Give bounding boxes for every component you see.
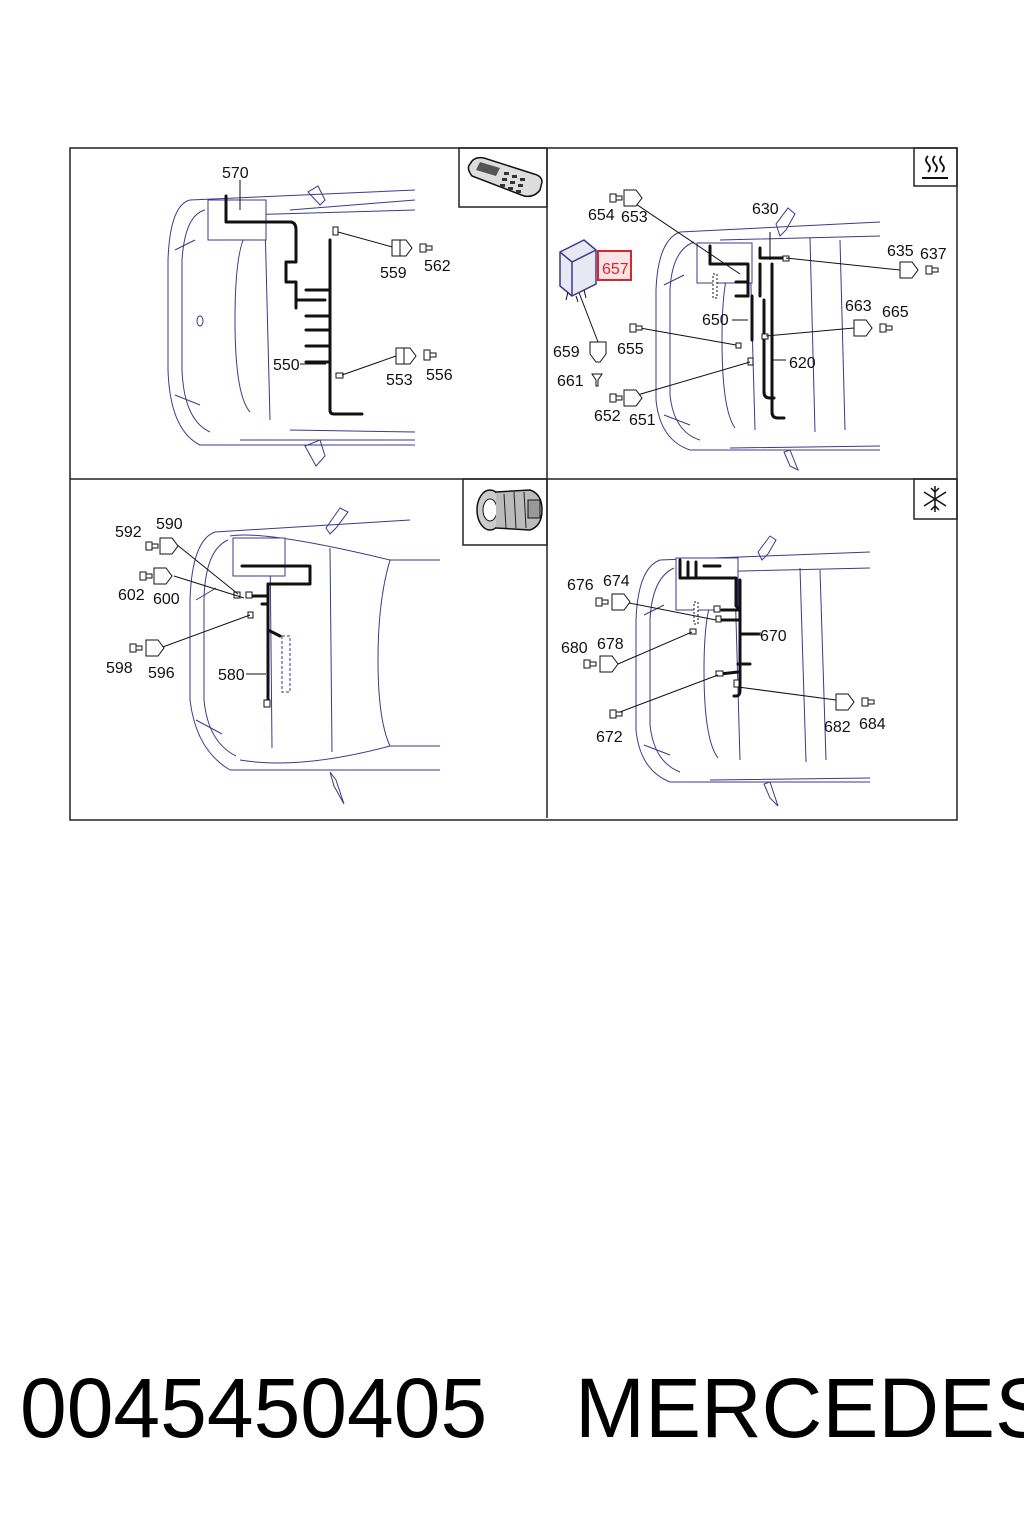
label-635: 635: [887, 243, 914, 260]
plug-598: [129, 643, 143, 653]
wiring-diagram: 570 559 562 550 553 556: [69, 147, 958, 821]
label-663: 663: [845, 298, 872, 315]
label-665: 665: [882, 304, 909, 321]
label-553: 553: [386, 372, 413, 389]
label-680: 680: [561, 640, 588, 657]
label-684: 684: [859, 716, 886, 733]
transmission-icon: [476, 489, 543, 531]
connector-653: [623, 189, 643, 207]
connector-553: [395, 347, 417, 365]
label-661: 661: [557, 373, 584, 390]
connector-590: [159, 537, 179, 555]
icon-box-bl: [462, 478, 548, 546]
label-637: 637: [920, 246, 947, 263]
connector-596: [145, 639, 165, 657]
label-620: 620: [789, 355, 816, 372]
car-outline-bl: [189, 507, 440, 805]
icon-box-br: [913, 478, 958, 520]
label-559: 559: [380, 265, 407, 282]
connector-651: [623, 389, 643, 407]
plug-665: [879, 323, 893, 333]
label-598: 598: [106, 660, 133, 677]
plug-672: [609, 709, 623, 719]
part-number: 0045450405: [20, 1361, 488, 1455]
label-550: 550: [273, 357, 300, 374]
dashboard-box-bl: [232, 537, 286, 577]
plug-652: [609, 393, 623, 403]
label-650: 650: [702, 312, 729, 329]
rear-window-heater-icon: [922, 155, 948, 179]
plug-602: [139, 571, 153, 581]
label-590: 590: [156, 516, 183, 533]
label-562: 562: [424, 258, 451, 275]
label-600: 600: [153, 591, 180, 608]
label-652: 652: [594, 408, 621, 425]
connector-635: [899, 261, 919, 279]
label-580: 580: [218, 667, 245, 684]
label-672: 672: [596, 729, 623, 746]
connector-663: [853, 319, 873, 337]
label-592: 592: [115, 524, 142, 541]
icon-box-tr: [913, 147, 958, 187]
brand-name: MERCEDES: [575, 1361, 1024, 1455]
label-678: 678: [597, 636, 624, 653]
plug-680: [583, 659, 597, 669]
relay-657: [559, 239, 597, 303]
label-602: 602: [118, 587, 145, 604]
plug-592: [145, 541, 159, 551]
mobile-phone-icon: [467, 156, 543, 198]
label-657: 657: [602, 261, 629, 278]
plug-676: [595, 597, 609, 607]
label-655: 655: [617, 341, 644, 358]
highlight-657: [597, 250, 632, 281]
label-654: 654: [588, 207, 615, 224]
panel-rear-heater-harness: 654 653 630 657 635 637 650 663 665 659 …: [553, 147, 958, 472]
panel-air-conditioning-harness: 676 674 670 680 678 672 682 684: [561, 478, 958, 807]
label-630: 630: [752, 201, 779, 218]
label-653: 653: [621, 209, 648, 226]
label-659: 659: [553, 344, 580, 361]
connector-659: [589, 341, 607, 363]
connector-674: [611, 593, 631, 611]
label-651: 651: [629, 412, 656, 429]
plug-684: [861, 697, 875, 707]
label-676: 676: [567, 577, 594, 594]
icon-box-tl: [458, 147, 548, 208]
plug-654: [609, 193, 623, 203]
connector-682: [835, 693, 855, 711]
plug-661: [591, 373, 603, 387]
car-outline-tl: [167, 185, 416, 467]
connector-678: [599, 655, 619, 673]
plug-562: [419, 243, 433, 253]
plug-637: [925, 265, 939, 275]
label-682: 682: [824, 719, 851, 736]
label-570: 570: [222, 165, 249, 182]
car-outline-br: [635, 535, 871, 807]
label-556: 556: [426, 367, 453, 384]
panel-transmission-harness: 592 590 602 600 598 596 580: [106, 478, 548, 805]
dashboard-box-tl: [207, 199, 267, 241]
panel-phone-harness: 570 559 562 550 553 556: [167, 147, 548, 467]
snowflake-icon: [923, 486, 947, 512]
plug-556: [423, 349, 437, 361]
footer-caption: 0045450405 MERCEDES: [0, 1360, 1024, 1480]
label-596: 596: [148, 665, 175, 682]
connector-559: [391, 239, 413, 257]
plug-655: [629, 323, 643, 333]
connector-600: [153, 567, 173, 585]
label-670: 670: [760, 628, 787, 645]
label-674: 674: [603, 573, 630, 590]
